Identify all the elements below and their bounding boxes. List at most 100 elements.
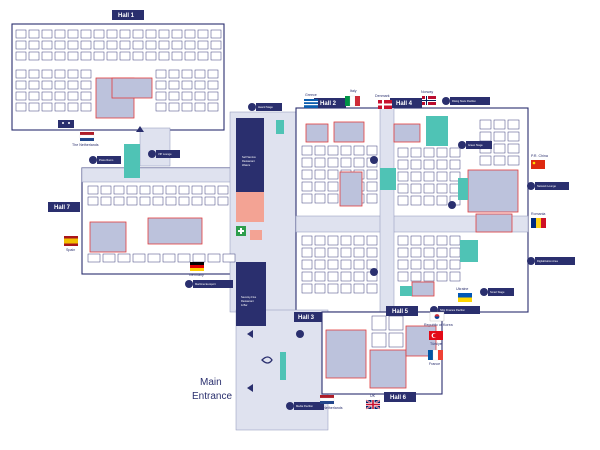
hall7-feature[interactable] (250, 230, 262, 240)
booth[interactable] (353, 235, 365, 246)
booth[interactable] (388, 315, 404, 331)
booth[interactable] (102, 253, 116, 263)
booth[interactable] (371, 332, 387, 348)
booth[interactable] (80, 91, 92, 101)
hall-5-badge[interactable]: Hall 5 (386, 306, 418, 316)
booth[interactable] (87, 185, 99, 195)
booth[interactable] (327, 181, 339, 192)
booth[interactable] (410, 271, 422, 282)
booth[interactable] (366, 181, 378, 192)
booth[interactable] (165, 185, 177, 195)
booth[interactable] (436, 259, 448, 270)
booth[interactable] (436, 247, 448, 258)
flag-norway[interactable] (422, 96, 436, 105)
booth[interactable] (132, 29, 144, 39)
booth[interactable] (301, 271, 313, 282)
booth[interactable] (54, 91, 66, 101)
booth[interactable] (80, 102, 92, 112)
booth[interactable] (327, 169, 339, 180)
booth[interactable] (436, 271, 448, 282)
restaurant-salmon-block[interactable] (236, 192, 264, 222)
booth[interactable] (479, 119, 492, 130)
booth[interactable] (397, 159, 409, 170)
booth[interactable] (126, 185, 138, 195)
booth[interactable] (168, 102, 180, 112)
booth[interactable] (132, 51, 144, 61)
booth[interactable] (449, 271, 461, 282)
booth[interactable] (54, 51, 66, 61)
booth[interactable] (28, 80, 40, 90)
booth[interactable] (410, 147, 422, 158)
booth[interactable] (353, 157, 365, 168)
booth[interactable] (327, 283, 339, 294)
booth[interactable] (80, 51, 92, 61)
booth[interactable] (366, 247, 378, 258)
flag-spain[interactable] (64, 236, 78, 246)
booth[interactable] (139, 185, 151, 195)
booth[interactable] (410, 183, 422, 194)
booth[interactable] (449, 247, 461, 258)
booth[interactable] (93, 40, 105, 50)
booth[interactable] (28, 69, 40, 79)
booth[interactable] (100, 185, 112, 195)
booth[interactable] (388, 332, 404, 348)
flag-netherlands-hall6[interactable] (319, 395, 335, 404)
green-stage-area[interactable] (380, 168, 396, 190)
booth[interactable] (155, 91, 167, 101)
booth[interactable] (217, 196, 229, 206)
pavilion-china[interactable] (467, 169, 519, 213)
booth[interactable] (423, 259, 435, 270)
booth[interactable] (366, 235, 378, 246)
booth[interactable] (54, 29, 66, 39)
booth[interactable] (184, 40, 196, 50)
booth[interactable] (301, 235, 313, 246)
booth[interactable] (171, 29, 183, 39)
maritime-europort-label[interactable]: Maritime Europort (185, 280, 233, 288)
booth[interactable] (93, 51, 105, 61)
pavilion-spain[interactable] (89, 221, 127, 253)
booth[interactable] (449, 147, 461, 158)
pavilion-netherlands-hall1b[interactable] (111, 77, 153, 99)
flag-france[interactable] (428, 349, 443, 361)
booth[interactable] (314, 157, 326, 168)
booth[interactable] (397, 259, 409, 270)
booth[interactable] (340, 259, 352, 270)
booth[interactable] (410, 195, 422, 206)
booth[interactable] (301, 157, 313, 168)
booth[interactable] (15, 102, 27, 112)
booth[interactable] (327, 193, 339, 204)
booth[interactable] (145, 40, 157, 50)
booth[interactable] (87, 196, 99, 206)
booth[interactable] (41, 69, 53, 79)
booth[interactable] (314, 235, 326, 246)
booth[interactable] (132, 253, 146, 263)
media-area[interactable] (280, 352, 286, 380)
booth[interactable] (67, 40, 79, 50)
booth[interactable] (197, 51, 209, 61)
booth[interactable] (353, 259, 365, 270)
booth[interactable] (204, 185, 216, 195)
green-stage-label[interactable]: Green Stage (458, 141, 492, 149)
booth[interactable] (197, 40, 209, 50)
network-area[interactable] (458, 178, 468, 200)
booth[interactable] (147, 253, 161, 263)
booth[interactable] (423, 195, 435, 206)
booth[interactable] (119, 40, 131, 50)
booth[interactable] (178, 185, 190, 195)
booth[interactable] (493, 119, 506, 130)
pavilion-ukraine[interactable] (411, 281, 435, 297)
booth[interactable] (158, 40, 170, 50)
booth[interactable] (301, 169, 313, 180)
booth[interactable] (397, 235, 409, 246)
booth[interactable] (54, 69, 66, 79)
booth[interactable] (15, 91, 27, 101)
booth[interactable] (80, 80, 92, 90)
booth[interactable] (340, 247, 352, 258)
flag-netherlands-hall1[interactable] (79, 132, 95, 141)
booth[interactable] (327, 157, 339, 168)
pavilion-italy[interactable] (333, 121, 365, 143)
digitalization-zone[interactable] (460, 240, 478, 262)
booth[interactable] (191, 185, 203, 195)
award-stage-area[interactable] (276, 120, 284, 134)
booth[interactable] (436, 235, 448, 246)
